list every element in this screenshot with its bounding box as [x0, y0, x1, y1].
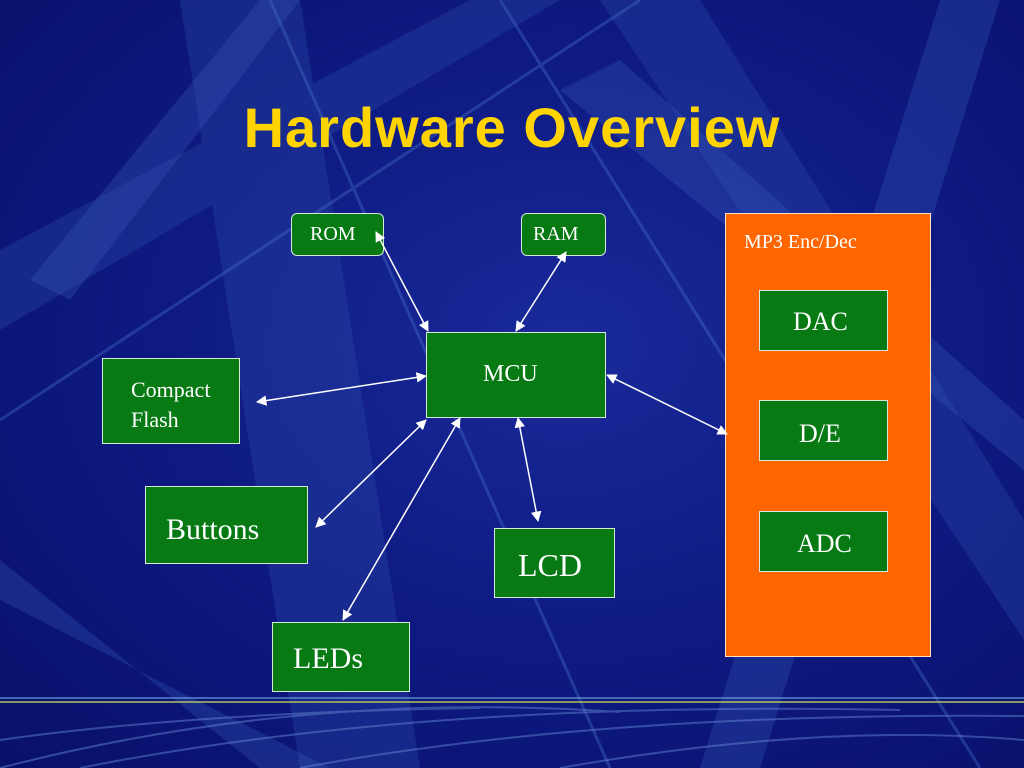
mcu-block: MCU	[426, 332, 606, 418]
slide-title: Hardware Overview	[243, 96, 781, 159]
adc-label: ADC	[797, 529, 852, 558]
mp3-enc-dec-label: MP3 Enc/Dec	[744, 231, 857, 253]
rom-block: ROM	[291, 213, 384, 256]
adc-block: ADC	[759, 511, 888, 572]
lcd-label: LCD	[518, 547, 582, 583]
leds-block: LEDs	[272, 622, 410, 692]
arrow-mcu-mp3	[606, 374, 728, 435]
buttons-label: Buttons	[166, 513, 260, 546]
dac-block: DAC	[759, 290, 888, 351]
buttons-block: Buttons	[145, 486, 308, 564]
arrow-leds-mcu	[342, 417, 461, 621]
compact-flash-block: Compact Flash	[102, 358, 240, 444]
arrow-compactflash-mcu	[255, 372, 428, 406]
compact-flash-label-line1: Compact	[131, 377, 211, 402]
de-label: D/E	[799, 419, 841, 448]
leds-label: LEDs	[293, 642, 363, 675]
lcd-block: LCD	[494, 528, 615, 598]
arrow-lcd-mcu	[514, 416, 542, 523]
arrow-ram-mcu	[515, 251, 567, 332]
rom-label: ROM	[310, 223, 356, 245]
arrow-rom-mcu	[375, 231, 429, 332]
mcu-label: MCU	[483, 361, 538, 387]
arrow-buttons-mcu	[315, 419, 427, 528]
dac-label: DAC	[793, 307, 848, 336]
compact-flash-label-line2: Flash	[131, 407, 179, 432]
de-block: D/E	[759, 400, 888, 461]
ram-label: RAM	[533, 223, 579, 245]
